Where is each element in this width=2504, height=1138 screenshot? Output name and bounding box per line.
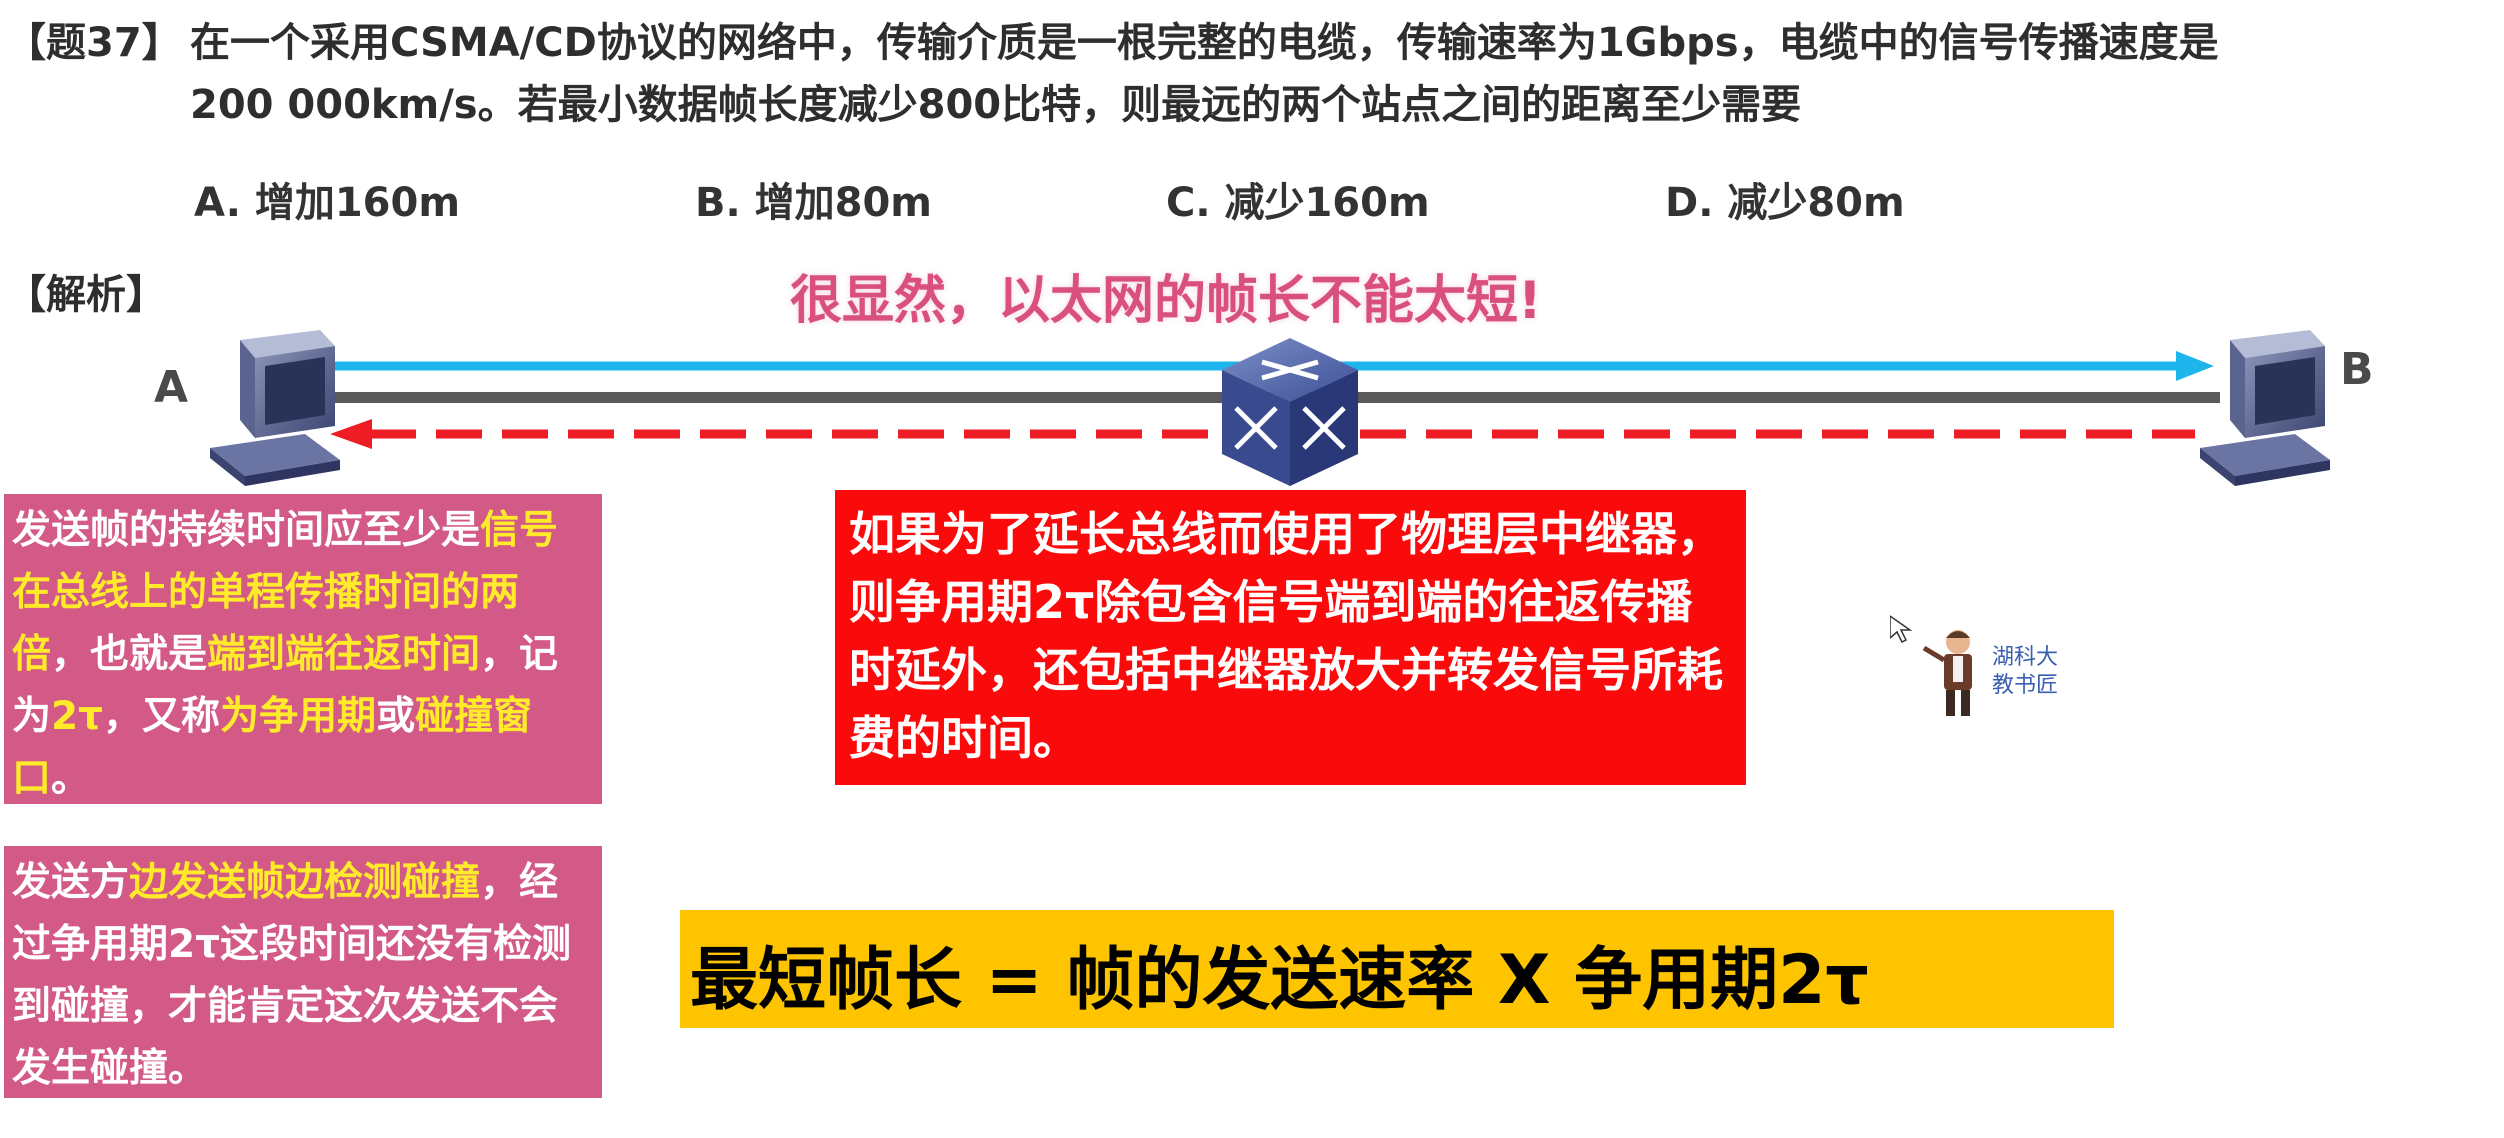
node-a-label: A bbox=[154, 362, 189, 413]
question-text-line1: 在一个采用CSMA/CD协议的网络中，传输介质是一根完整的电缆，传输速率为1Gb… bbox=[190, 20, 2219, 66]
contention-period-note: 发送帧的持续时间应至少是信号在总线上的单程传播时间的两倍，也就是端到端往返时间，… bbox=[4, 494, 602, 804]
repeater-note: 如果为了延长总线而使用了物理层中继器，则争用期2τ除包含信号端到端的往返传播时延… bbox=[835, 490, 1746, 785]
computer-a-icon bbox=[210, 330, 340, 486]
logo-line1: 湖科大 bbox=[1992, 645, 2059, 670]
highlighted-phrase: 为争用期 bbox=[220, 694, 377, 739]
analysis-label: 【解析】 bbox=[6, 272, 166, 318]
highlighted-phrase: 2τ bbox=[51, 694, 104, 739]
bus-diagram bbox=[210, 330, 2330, 486]
return-arrow bbox=[330, 419, 2195, 449]
repeater-icon bbox=[1222, 338, 1358, 486]
note-text: ，也就是 bbox=[51, 632, 208, 677]
logo-line2: 教书匠 bbox=[1992, 673, 2059, 698]
highlighted-phrase: 端到端往返时间 bbox=[207, 632, 481, 677]
note-text: 发送方 bbox=[12, 860, 130, 905]
option-b: B. 增加80m bbox=[695, 180, 932, 226]
option-d: D. 减少80m bbox=[1665, 180, 1905, 226]
note-text: 。 bbox=[51, 756, 91, 801]
note-text: 或 bbox=[376, 694, 416, 739]
headline: 很显然，以太网的帧长不能太短! bbox=[790, 271, 1542, 331]
option-a: A. 增加160m bbox=[194, 180, 460, 226]
teacher-mascot-icon bbox=[1890, 615, 1972, 716]
question-text-line2: 200 000km/s。若最小数据帧长度减少800比特，则最远的两个站点之间的距… bbox=[190, 82, 1802, 128]
node-b-label: B bbox=[2340, 344, 2374, 395]
min-frame-length-formula: 最短帧长 = 帧的发送速率 X 争用期2τ bbox=[680, 910, 2114, 1028]
computer-b-icon bbox=[2200, 330, 2330, 486]
note-text: 发送帧的持续时间应至少是 bbox=[12, 508, 481, 553]
option-c: C. 减少160m bbox=[1166, 180, 1430, 226]
collision-detection-note: 发送方边发送帧边检测碰撞，经过争用期2τ这段时间还没有检测到碰撞，才能肯定这次发… bbox=[4, 846, 602, 1098]
highlighted-phrase: 信号在总线上的单程传播时间的两倍 bbox=[12, 508, 559, 677]
logo-text: 湖科大 教书匠 bbox=[1992, 644, 2058, 700]
highlighted-phrase: 边发送帧边检测碰撞 bbox=[129, 860, 481, 905]
question-tag: 【题37】 bbox=[6, 20, 182, 66]
note-text: ，记为 bbox=[12, 632, 559, 739]
note-text: ，又称 bbox=[103, 694, 221, 739]
highlighted-phrase: 碰撞窗口 bbox=[12, 694, 533, 801]
note-text: ，经过争用期2τ这段时间还没有检测到碰撞，才能肯定这次发送不会发生碰撞。 bbox=[12, 860, 572, 1091]
